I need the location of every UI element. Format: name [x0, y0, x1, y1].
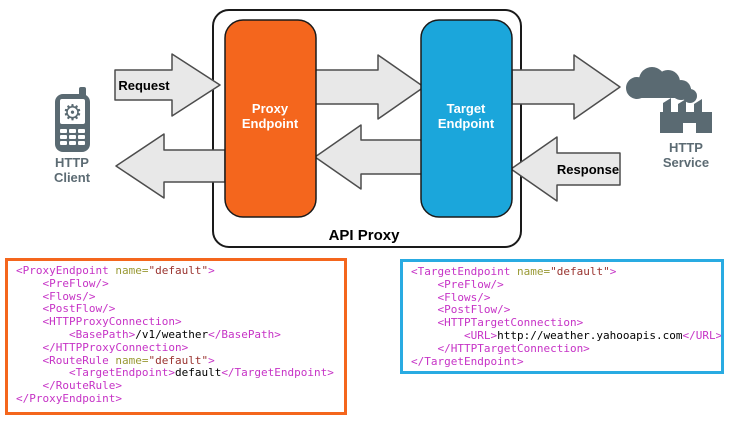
code-line: </ProxyEndpoint>: [16, 391, 122, 405]
proxy-endpoint-label-line2: Endpoint: [242, 116, 299, 131]
code-line: <PostFlow/>: [411, 303, 511, 317]
code-line: <TargetEndpoint>default</TargetEndpoint>: [16, 366, 334, 380]
code-line: <PreFlow/>: [411, 277, 504, 291]
api-proxy-label: API Proxy: [329, 227, 401, 244]
code-line: <TargetEndpoint name="default">: [411, 265, 617, 278]
code-line: </TargetEndpoint>: [411, 354, 524, 368]
http-client-label-line1: HTTP: [55, 155, 89, 170]
response-label: Response: [557, 162, 619, 177]
target-endpoint-label-line2: Endpoint: [438, 116, 495, 131]
code-line: </RouteRule>: [16, 379, 122, 393]
proxy-endpoint-box: [224, 19, 317, 218]
http-service-label-line2: Service: [663, 155, 709, 170]
code-line: <HTTPTargetConnection>: [411, 316, 584, 330]
request-label: Request: [118, 78, 170, 93]
code-line: <HTTPProxyConnection>: [16, 315, 182, 329]
code-line: <ProxyEndpoint name="default">: [16, 264, 215, 277]
target-to-service-arrow: [511, 54, 621, 120]
code-line: <URL>http://weather.yahooapis.com</URL>: [411, 328, 723, 342]
target-endpoint-box: [420, 19, 513, 218]
target-endpoint-code-block: <TargetEndpoint name="default"> <PreFlow…: [400, 259, 724, 374]
gear-icon: ⚙: [63, 100, 83, 125]
target-to-proxy-arrow: [314, 124, 426, 190]
request-arrow: [114, 53, 221, 117]
proxy-to-target-arrow: [312, 54, 425, 120]
factory-icon: [660, 98, 712, 133]
code-line: </HTTPTargetConnection>: [411, 341, 590, 355]
proxy-endpoint-code-block: <ProxyEndpoint name="default"> <PreFlow/…: [5, 258, 347, 415]
code-line: <RouteRule name="default">: [16, 353, 215, 367]
response-arrow: [510, 136, 621, 202]
response-to-client-arrow: [115, 133, 226, 199]
http-service-label-line1: HTTP: [669, 140, 703, 155]
smoke-cloud-icon: [626, 67, 697, 103]
http-client-label-line2: Client: [54, 170, 91, 185]
code-line: </HTTPProxyConnection>: [16, 340, 189, 354]
code-line: <Flows/>: [411, 290, 491, 304]
http-client-icon: ⚙: [55, 87, 90, 152]
code-line: <BasePath>/v1/weather</BasePath>: [16, 327, 281, 341]
phone-keypad: [60, 129, 85, 145]
http-service-icon: [626, 67, 712, 133]
proxy-endpoint-label-line1: Proxy: [252, 101, 289, 116]
target-endpoint-label-line1: Target: [447, 101, 486, 116]
code-line: <PreFlow/>: [16, 276, 109, 290]
code-line: <Flows/>: [16, 289, 96, 303]
code-line: <PostFlow/>: [16, 302, 116, 316]
phone-screen: [60, 99, 85, 124]
api-proxy-diagram: Request Response Proxy Endpoint Target E…: [54, 9, 712, 248]
